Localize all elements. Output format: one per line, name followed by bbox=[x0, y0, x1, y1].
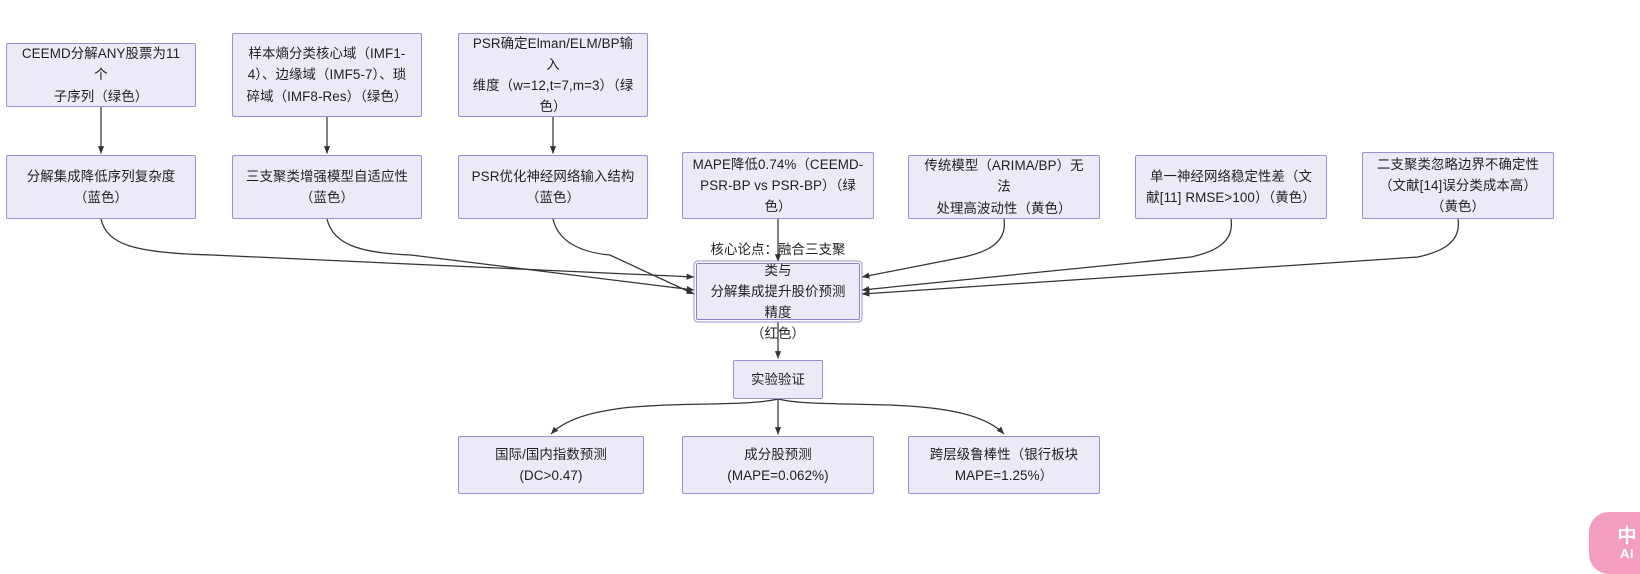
node-single-network-instability[interactable]: 单一神经网络稳定性差（文 献[11] RMSE>100）（黄色） bbox=[1135, 155, 1327, 219]
node-label: 国际/国内指数预测 (DC>0.47) bbox=[495, 446, 607, 483]
node-label: PSR确定Elman/ELM/BP输入 维度（w=12,t=7,m=3）（绿 色… bbox=[472, 35, 634, 115]
node-label: 样本熵分类核心域（IMF1- 4）、边缘域（IMF5-7）、琐 碎域（IMF8-… bbox=[246, 46, 408, 104]
node-sample-entropy-classification[interactable]: 样本熵分类核心域（IMF1- 4）、边缘域（IMF5-7）、琐 碎域（IMF8-… bbox=[232, 33, 422, 117]
node-label: CEEMD分解ANY股票为11个 子序列（绿色） bbox=[21, 46, 181, 104]
edge-path bbox=[861, 218, 1005, 279]
node-label: 传统模型（ARIMA/BP）无法 处理高波动性（黄色） bbox=[924, 158, 1084, 216]
node-label: 三支聚类增强模型自适应性 （蓝色） bbox=[246, 168, 408, 205]
node-three-way-clustering-adaptivity[interactable]: 三支聚类增强模型自适应性 （蓝色） bbox=[232, 155, 422, 219]
edge-path bbox=[326, 218, 695, 293]
edge-path bbox=[777, 398, 1005, 435]
node-label: MAPE降低0.74%（CEEMD- PSR-BP vs PSR-BP）（绿 色… bbox=[692, 156, 864, 215]
node-psr-input-dimension[interactable]: PSR确定Elman/ELM/BP输入 维度（w=12,t=7,m=3）（绿 色… bbox=[458, 33, 648, 117]
node-two-way-clustering-limitation[interactable]: 二支聚类忽略边界不确定性 （文献[14]误分类成本高） （黄色） bbox=[1362, 152, 1554, 219]
node-index-forecast-result[interactable]: 国际/国内指数预测 (DC>0.47) bbox=[458, 436, 644, 494]
node-label: 单一神经网络稳定性差（文 献[11] RMSE>100）（黄色） bbox=[1146, 168, 1316, 205]
node-decomposition-reduces-complexity[interactable]: 分解集成降低序列复杂度 （蓝色） bbox=[6, 155, 196, 219]
node-label: PSR优化神经网络输入结构 （蓝色） bbox=[471, 168, 635, 205]
edge-path bbox=[861, 218, 1232, 293]
watermark-badge: 中 AI bbox=[1589, 512, 1640, 574]
node-label: 跨层级鲁棒性（银行板块 MAPE=1.25%） bbox=[929, 446, 1079, 483]
edge-path bbox=[550, 398, 779, 435]
node-experimental-validation[interactable]: 实验验证 bbox=[733, 360, 823, 399]
node-core-claim[interactable]: 核心论点：融合三支聚类与 分解集成提升股价预测精度 （红色） bbox=[696, 242, 860, 341]
node-mape-reduction[interactable]: MAPE降低0.74%（CEEMD- PSR-BP vs PSR-BP）（绿 色… bbox=[682, 152, 874, 219]
node-label: 实验验证 bbox=[751, 371, 805, 387]
node-psr-optimizes-network-input[interactable]: PSR优化神经网络输入结构 （蓝色） bbox=[458, 155, 648, 219]
node-ceemd-decomposition[interactable]: CEEMD分解ANY股票为11个 子序列（绿色） bbox=[6, 43, 196, 107]
edge-path bbox=[861, 218, 1459, 297]
node-traditional-model-limitation[interactable]: 传统模型（ARIMA/BP）无法 处理高波动性（黄色） bbox=[908, 155, 1100, 219]
node-label: 成分股预测 (MAPE=0.062%) bbox=[727, 446, 829, 483]
node-component-stock-forecast-result[interactable]: 成分股预测 (MAPE=0.062%) bbox=[682, 436, 874, 494]
edge-path bbox=[100, 218, 695, 280]
watermark-text: 中 bbox=[1617, 525, 1637, 547]
watermark-subtext: AI bbox=[1620, 545, 1634, 561]
node-label: 二支聚类忽略边界不确定性 （文献[14]误分类成本高） （黄色） bbox=[1377, 156, 1539, 215]
node-label: 核心论点：融合三支聚类与 分解集成提升股价预测精度 （红色） bbox=[710, 241, 846, 342]
node-label: 分解集成降低序列复杂度 （蓝色） bbox=[26, 168, 176, 205]
edge-path bbox=[552, 218, 695, 295]
node-cross-level-robustness-result[interactable]: 跨层级鲁棒性（银行板块 MAPE=1.25%） bbox=[908, 436, 1100, 494]
